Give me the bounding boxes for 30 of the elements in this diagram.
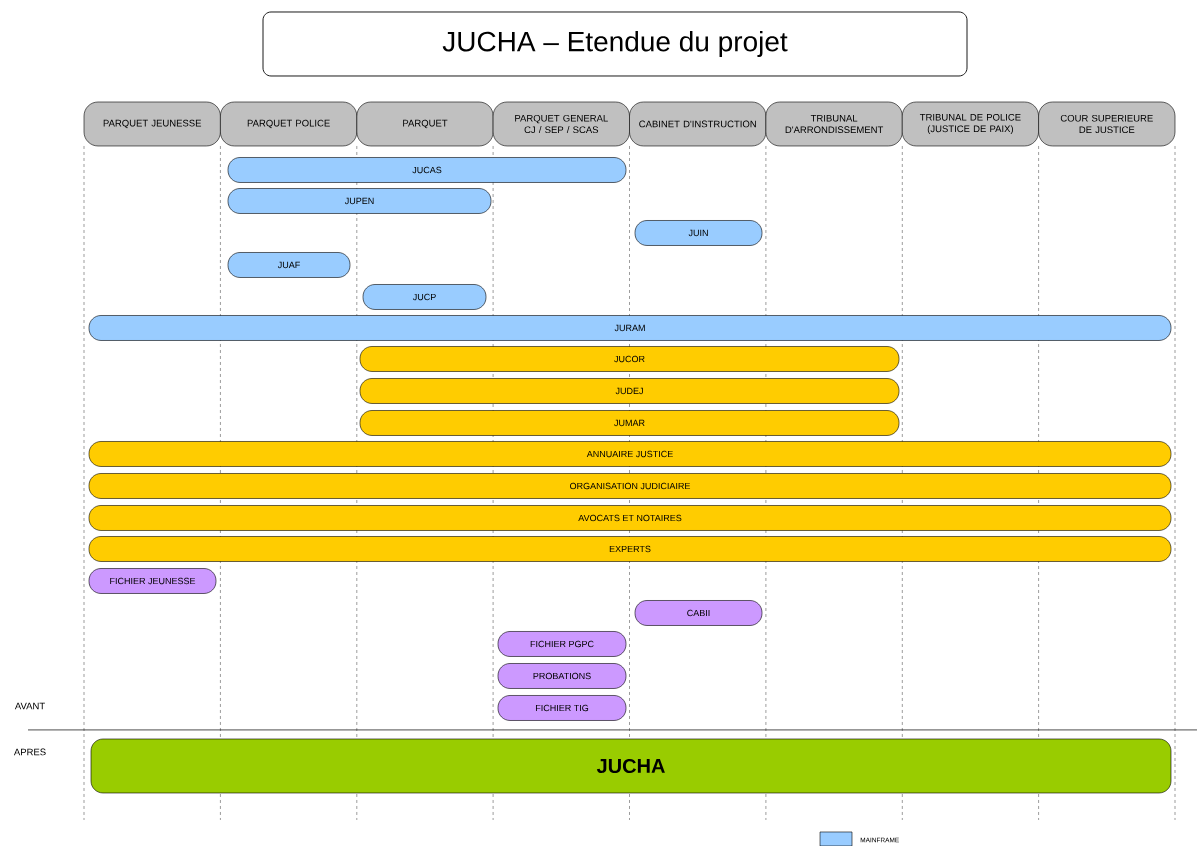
column-header: PARQUET JEUNESSE (83, 101, 221, 147)
system-bar: FICHIER PGPC (497, 631, 627, 657)
system-bar: CABII (634, 600, 763, 626)
column-header: COUR SUPERIEURE DE JUSTICE (1038, 101, 1176, 147)
system-bar: AVOCATS ET NOTAIRES (88, 505, 1172, 531)
phase-label: APRES (13, 748, 46, 756)
system-bar: JUMAR (359, 410, 900, 436)
system-bar: JUCP (362, 284, 487, 310)
system-bar: JUIN (634, 220, 763, 246)
system-bar: JUDEJ (359, 378, 900, 404)
system-bar: JUCHA (90, 738, 1172, 794)
column-header: PARQUET POLICE (220, 101, 358, 147)
system-bar: JURAM (88, 315, 1172, 341)
system-bar: JUCOR (359, 346, 900, 372)
column-header: TRIBUNAL D'ARRONDISSEMENT (765, 101, 903, 147)
system-bar: JUCAS (227, 157, 627, 183)
system-bar: JUAF (227, 252, 351, 278)
system-bar: PROBATIONS (497, 663, 627, 689)
column-header: PARQUET (356, 101, 494, 147)
system-bar: FICHIER TIG (497, 695, 627, 721)
title-box: JUCHA – Etendue du projet (262, 11, 968, 77)
system-bar: JUPEN (227, 188, 492, 214)
column-header: CABINET D'INSTRUCTION (629, 101, 767, 147)
column-header: TRIBUNAL DE POLICE (JUSTICE DE PAIX) (901, 101, 1039, 147)
column-header: PARQUET GENERAL CJ / SEP / SCAS (492, 101, 630, 147)
system-bar: ORGANISATION JUDICIAIRE (88, 473, 1172, 499)
system-bar: ANNUAIRE JUSTICE (88, 441, 1172, 467)
system-bar: FICHIER JEUNESSE (88, 568, 217, 594)
system-bar: EXPERTS (88, 536, 1172, 562)
phase-label: AVANT (14, 702, 45, 710)
